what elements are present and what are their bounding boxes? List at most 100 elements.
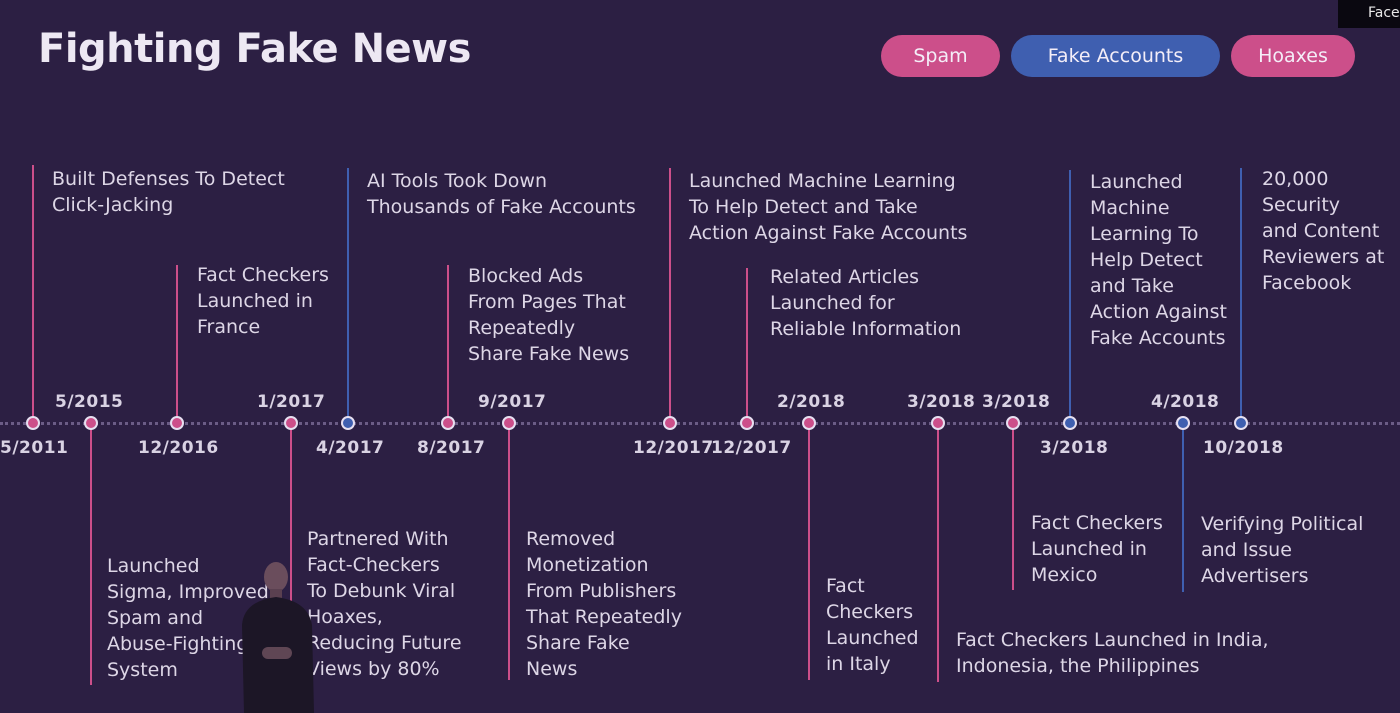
event-text-line: Facebook <box>1262 272 1352 294</box>
event-text-line: From Pages That <box>468 291 626 313</box>
event-text-line: Fake Accounts <box>1090 327 1226 349</box>
event-text-line: Hoaxes, <box>307 606 383 628</box>
event-text-line: Launched <box>107 555 200 577</box>
event-text-line: Launched <box>1090 171 1183 193</box>
event-text-line: Share Fake News <box>468 343 630 365</box>
event-text-line: Launched <box>826 627 919 649</box>
event-date: 4/2017 <box>316 438 385 458</box>
event-text-line: Launched for <box>770 292 895 314</box>
event-text-line: Fact Checkers <box>197 264 329 286</box>
event-text-line: Action Against <box>1090 301 1227 323</box>
event-text-line: Views by 80% <box>307 658 440 680</box>
event-stem <box>1012 423 1014 590</box>
event-text-line: AI Tools Took Down <box>367 170 547 192</box>
event-text-line: Reducing Future <box>307 632 462 654</box>
event-marker <box>1176 416 1190 430</box>
event-text-line: Thousands of Fake Accounts <box>367 196 636 218</box>
event-text-line: To Debunk Viral <box>307 580 456 602</box>
event-text-line: Fact Checkers <box>1031 512 1163 534</box>
slide-title: Fighting Fake News <box>38 26 471 72</box>
event-text-line: News <box>526 658 578 680</box>
event-date: 12/2017 <box>711 438 792 458</box>
event-marker <box>341 416 355 430</box>
event-stem <box>746 268 748 423</box>
event-marker <box>170 416 184 430</box>
event-text-line: Repeatedly <box>468 317 576 339</box>
event-marker <box>740 416 754 430</box>
event-text-line: in Italy <box>826 653 891 675</box>
event-date: 12/2017 <box>633 438 714 458</box>
event-date: 8/2017 <box>417 438 486 458</box>
legend-spam: Spam <box>881 35 1000 77</box>
event-text-line: Fact-Checkers <box>307 554 440 576</box>
corner-label: Facebook <box>1338 0 1400 28</box>
event-date: 3/2018 <box>907 392 976 412</box>
event-text-line: Spam and <box>107 607 204 629</box>
event-text-line: Verifying Political <box>1201 513 1364 535</box>
timeline-axis <box>0 422 1400 425</box>
event-marker <box>1063 416 1077 430</box>
event-text-line: From Publishers <box>526 580 677 602</box>
event-marker <box>26 416 40 430</box>
legend-fake-accounts: Fake Accounts <box>1011 35 1220 77</box>
event-text-line: Click-Jacking <box>52 194 174 216</box>
event-date: 5/2015 <box>55 392 124 412</box>
event-text-line: Partnered With <box>307 528 449 550</box>
event-date: 5/2011 <box>0 438 69 458</box>
event-stem <box>32 165 34 423</box>
event-stem <box>669 168 671 423</box>
event-date: 12/2016 <box>138 438 219 458</box>
event-text-line: Reviewers at <box>1262 246 1385 268</box>
event-text-line: That Repeatedly <box>526 606 682 628</box>
event-text-line: Reliable Information <box>770 318 962 340</box>
event-stem <box>508 423 510 680</box>
event-marker <box>802 416 816 430</box>
event-text-line: Fact <box>826 575 865 597</box>
event-marker <box>84 416 98 430</box>
event-description: Fact Checkers Launched in India, Indonesi… <box>956 627 1269 679</box>
event-text-line: Share Fake <box>526 632 630 654</box>
event-text-line: and Content <box>1262 220 1380 242</box>
event-stem <box>176 265 178 423</box>
event-stem <box>347 168 349 423</box>
event-text-line: Sigma, Improved <box>107 581 269 603</box>
event-text-line: System <box>107 659 178 681</box>
event-text-line: Fact Checkers Launched in India, <box>956 629 1269 651</box>
event-text-line: Security <box>1262 194 1341 216</box>
event-stem <box>1240 168 1242 423</box>
event-text-line: Blocked Ads <box>468 265 584 287</box>
event-stem <box>447 265 449 423</box>
presenter-figure <box>242 562 314 713</box>
event-marker <box>284 416 298 430</box>
event-text-line: and Take <box>1090 275 1174 297</box>
event-marker <box>441 416 455 430</box>
event-text-line: Built Defenses To Detect <box>52 168 285 190</box>
event-text-line: 20,000 <box>1262 168 1329 190</box>
event-text-line: Related Articles <box>770 266 920 288</box>
event-stem <box>90 423 92 685</box>
event-text-line: Indonesia, the Philippines <box>956 655 1200 677</box>
event-text-line: Launched in <box>197 290 313 312</box>
event-stem <box>1069 170 1071 423</box>
event-marker <box>931 416 945 430</box>
event-text-line: Checkers <box>826 601 914 623</box>
event-marker <box>502 416 516 430</box>
event-marker <box>1006 416 1020 430</box>
event-text-line: Launched Machine Learning <box>689 170 956 192</box>
event-text-line: Action Against Fake Accounts <box>689 222 968 244</box>
event-date: 3/2018 <box>1040 438 1109 458</box>
event-date: 9/2017 <box>478 392 547 412</box>
event-stem <box>1182 423 1184 592</box>
event-stem <box>937 423 939 682</box>
event-text-line: Machine <box>1090 197 1170 219</box>
